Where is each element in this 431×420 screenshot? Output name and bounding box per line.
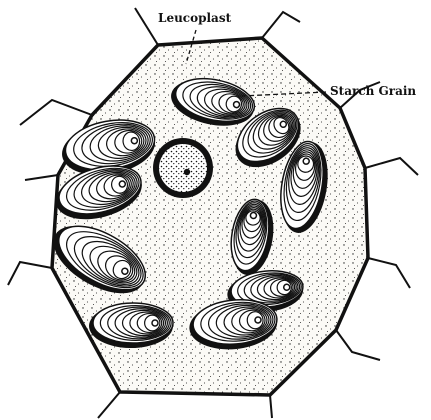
leucoplast-9 bbox=[89, 303, 173, 348]
starch-grain-label: Starch Grain bbox=[330, 84, 416, 98]
leucoplast-label: Leucoplast bbox=[158, 11, 232, 25]
nucleus bbox=[153, 138, 213, 198]
